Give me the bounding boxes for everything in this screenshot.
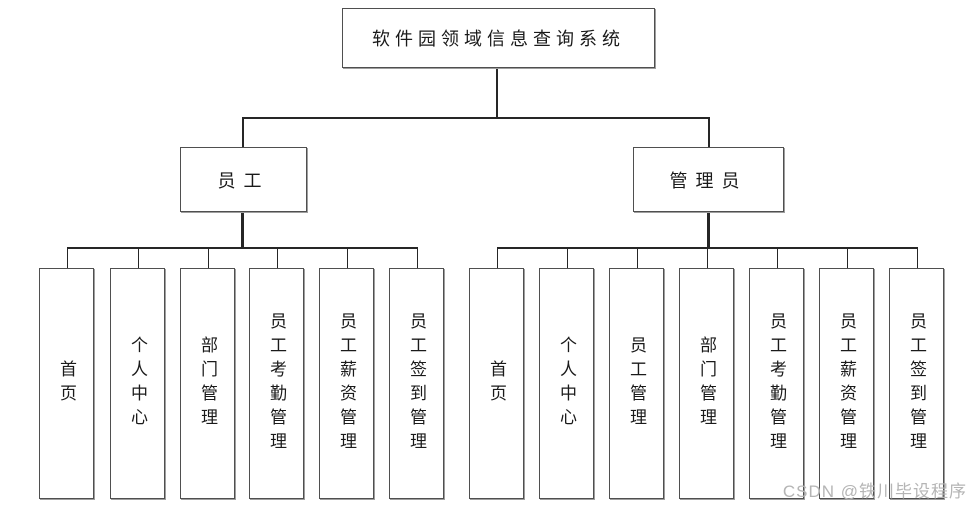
connector-leaf-drop xyxy=(208,249,209,269)
connector-admin-drop xyxy=(708,117,710,148)
connector-leaf-drop xyxy=(637,249,638,269)
connector-leaf-drop xyxy=(707,249,708,269)
leaf-node-admin-department-mgmt: 部门管理 xyxy=(679,268,734,499)
leaf-label: 员工管理 xyxy=(627,335,646,432)
connector-leaf-drop xyxy=(277,249,278,269)
watermark-text: CSDN @铁川毕设程序 xyxy=(782,482,967,501)
connector-leaf-drop xyxy=(567,249,568,269)
connector-leaf-drop xyxy=(847,249,848,269)
leaf-label: 员工考勤管理 xyxy=(767,311,786,456)
branch-node-admin-label: 管理员 xyxy=(669,170,748,191)
connector-root-trunk xyxy=(496,68,498,118)
connector-admin-children-bar xyxy=(497,247,918,249)
connector-leaf-drop xyxy=(138,249,139,269)
connector-employee-trunk xyxy=(241,211,244,249)
leaf-label: 员工考勤管理 xyxy=(267,311,286,456)
leaf-label: 员工薪资管理 xyxy=(837,311,856,456)
branch-node-employee-label: 员工 xyxy=(217,170,270,191)
leaf-node-employee-home: 首页 xyxy=(39,268,94,499)
leaf-node-employee-salary-mgmt: 员工薪资管理 xyxy=(319,268,374,499)
leaf-node-admin-salary-mgmt: 员工薪资管理 xyxy=(819,268,874,499)
branch-node-employee: 员工 xyxy=(180,147,307,212)
leaf-node-admin-employee-mgmt: 员工管理 xyxy=(609,268,664,499)
connector-leaf-drop xyxy=(917,249,918,269)
connector-employee-drop xyxy=(242,117,244,148)
leaf-node-employee-attendance-mgmt: 员工考勤管理 xyxy=(249,268,304,499)
leaf-node-admin-home: 首页 xyxy=(469,268,524,499)
leaf-node-admin-checkin-mgmt: 员工签到管理 xyxy=(889,268,944,499)
connector-employee-children-bar xyxy=(67,247,418,249)
watermark: CSDN @铁川毕设程序 xyxy=(783,477,967,502)
leaf-label: 个人中心 xyxy=(557,335,576,432)
leaf-node-employee-personal-center: 个人中心 xyxy=(110,268,165,499)
leaf-label: 部门管理 xyxy=(697,335,716,432)
leaf-label: 员工薪资管理 xyxy=(337,311,356,456)
leaf-label: 个人中心 xyxy=(128,335,147,432)
connector-leaf-drop xyxy=(417,249,418,269)
leaf-label: 员工签到管理 xyxy=(907,311,926,456)
connector-leaf-drop xyxy=(67,249,68,269)
leaf-label: 首页 xyxy=(57,359,76,408)
connector-admin-trunk xyxy=(707,211,710,249)
leaf-node-admin-personal-center: 个人中心 xyxy=(539,268,594,499)
connector-branch-bar xyxy=(242,117,710,119)
leaf-node-admin-attendance-mgmt: 员工考勤管理 xyxy=(749,268,804,499)
connector-leaf-drop xyxy=(777,249,778,269)
root-node: 软件园领域信息查询系统 xyxy=(342,8,655,68)
branch-node-admin: 管理员 xyxy=(633,147,784,212)
leaf-node-employee-checkin-mgmt: 员工签到管理 xyxy=(389,268,444,499)
leaf-label: 员工签到管理 xyxy=(407,311,426,456)
root-node-label: 软件园领域信息查询系统 xyxy=(372,29,625,49)
leaf-label: 部门管理 xyxy=(198,335,217,432)
leaf-node-employee-department-mgmt: 部门管理 xyxy=(180,268,235,499)
leaf-label: 首页 xyxy=(487,359,506,408)
connector-leaf-drop xyxy=(347,249,348,269)
connector-leaf-drop xyxy=(497,249,498,269)
